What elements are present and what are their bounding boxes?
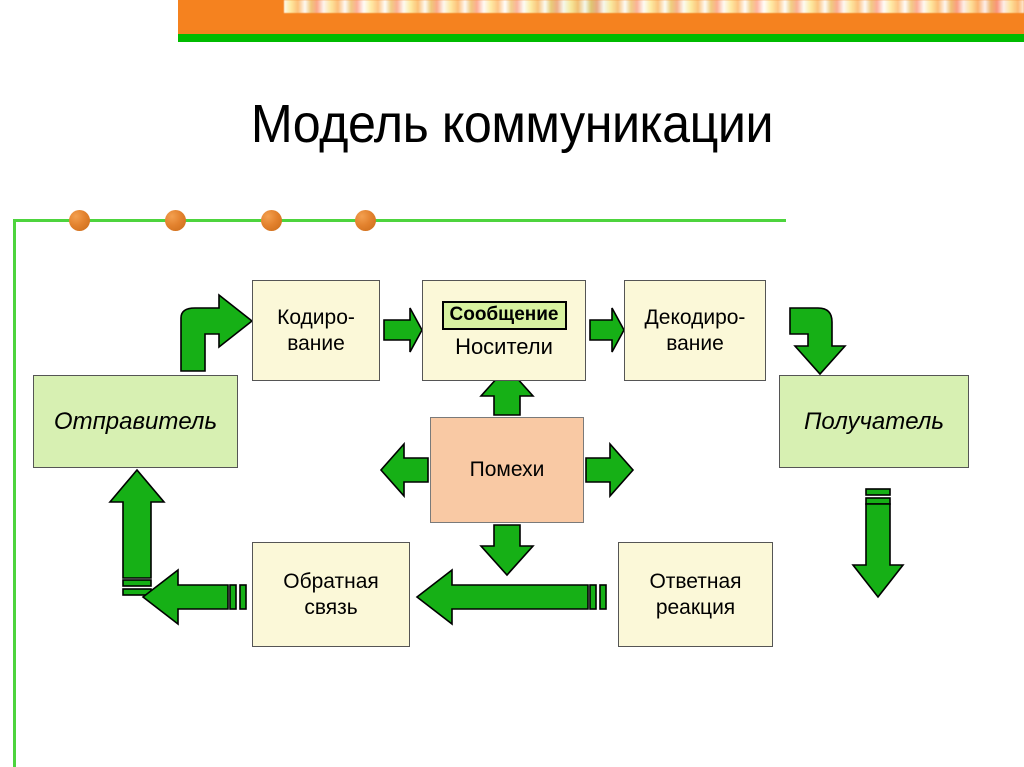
diagram-box-decoding[interactable]: Декодиро- вание: [624, 280, 766, 381]
diagram-box-sender-label: Отправитель: [53, 407, 218, 435]
arrow-feedback-to-sender: [108, 468, 166, 596]
arrow-receiver-to-response: [851, 488, 905, 599]
diagram-box-response-label-line1: Ответная: [649, 569, 742, 593]
arrow-feedback-stub: [141, 568, 247, 626]
diagram-box-message-label: Сообщение: [441, 301, 567, 330]
diagram-box-message-sublabel: Носители: [455, 334, 553, 359]
decor-dot-4: [355, 210, 376, 231]
arrow-response-to-feedback: [415, 568, 607, 626]
arrow-noise-right: [585, 441, 635, 499]
header-banner: [178, 0, 1024, 42]
arrow-noise-down: [479, 524, 535, 577]
decor-dot-2: [165, 210, 186, 231]
diagram-box-response[interactable]: Ответная реакция: [618, 542, 773, 647]
diagram-box-feedback-label-line2: связь: [304, 595, 358, 619]
arrow-encoding-to-message: [383, 307, 423, 353]
decor-horizontal-rule: [13, 219, 786, 222]
diagram-box-noise[interactable]: Помехи: [430, 417, 584, 523]
diagram-box-decoding-label-line1: Декодиро-: [644, 305, 746, 329]
arrow-decoding-to-receiver: [789, 307, 847, 376]
diagram-box-feedback-label-line1: Обратная: [283, 569, 379, 593]
diagram-box-noise-label: Помехи: [469, 458, 545, 481]
banner-green-rule: [178, 34, 1024, 42]
diagram-box-receiver[interactable]: Получатель: [779, 375, 969, 468]
decor-vertical-rule: [13, 219, 16, 767]
diagram-box-decoding-label-line2: вание: [666, 331, 724, 355]
arrow-sender-to-encoding: [180, 293, 254, 372]
diagram-box-encoding[interactable]: Кодиро- вание: [252, 280, 380, 381]
arrow-message-to-decoding: [589, 307, 625, 353]
arrow-noise-left: [379, 441, 429, 499]
diagram-box-message[interactable]: Сообщение Носители: [422, 280, 586, 381]
diagram-box-sender[interactable]: Отправитель: [33, 375, 238, 468]
banner-photo-strip-icon: [284, 0, 1024, 13]
page-title: Модель коммуникации: [250, 94, 774, 154]
decor-dot-3: [261, 210, 282, 231]
diagram-box-response-label-line2: реакция: [655, 595, 736, 619]
diagram-box-receiver-label: Получатель: [804, 407, 944, 435]
diagram-box-encoding-label-line1: Кодиро-: [277, 305, 355, 329]
decor-dot-1: [69, 210, 90, 231]
diagram-box-feedback[interactable]: Обратная связь: [252, 542, 410, 647]
diagram-box-encoding-label-line2: вание: [287, 331, 345, 355]
